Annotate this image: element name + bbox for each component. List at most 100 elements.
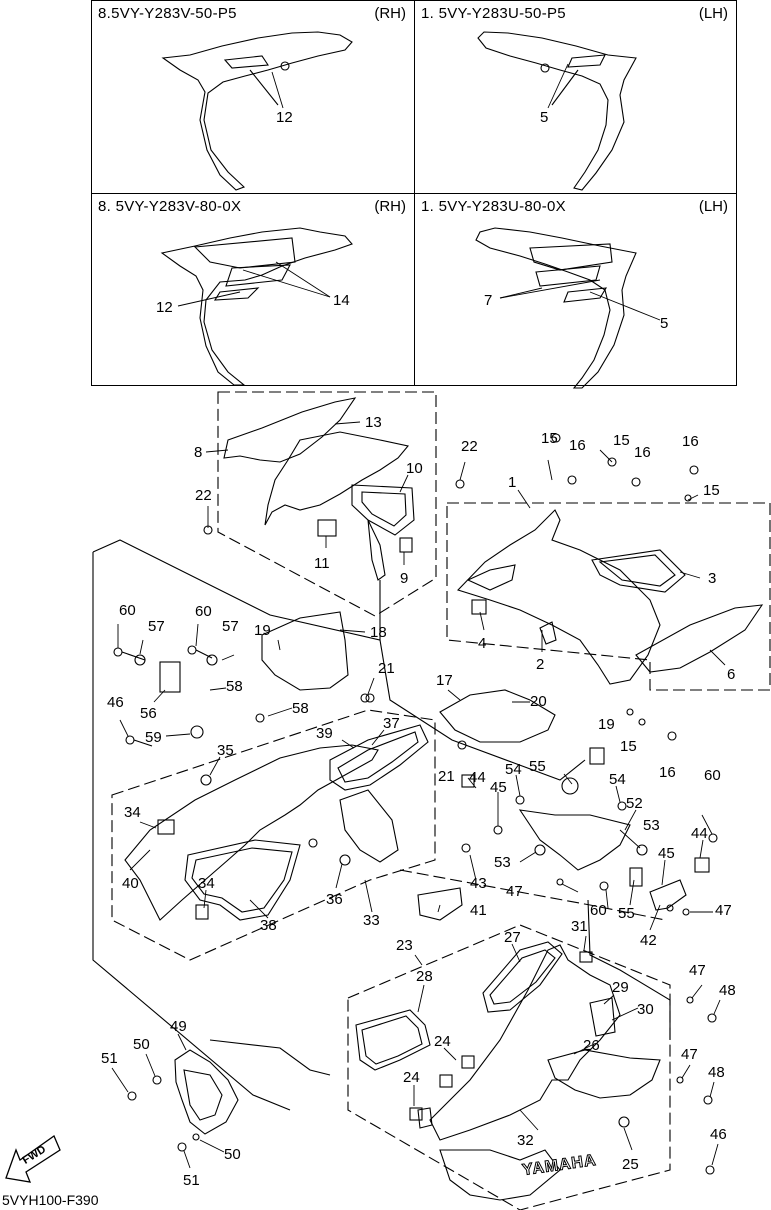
callout-label: 9: [400, 570, 409, 587]
callout-label: 16: [569, 437, 586, 454]
callout-label: 16: [659, 764, 676, 781]
callout-label: 26: [583, 1037, 600, 1054]
callout-label: 21: [378, 660, 395, 677]
variant-part-number: 8. 5VY-Y283V-80-0X: [98, 198, 242, 215]
bracket-assembly-drawing: [417, 809, 687, 921]
callout-label: 29: [612, 979, 629, 996]
callout-label: 54: [505, 761, 522, 778]
callout-label: 40: [122, 875, 139, 892]
callout-label: 33: [363, 912, 380, 929]
side-panel-rh-80-drawing: [160, 227, 353, 386]
callout-label: 57: [148, 618, 165, 635]
callout-label: 27: [504, 929, 521, 946]
callout-label: 14: [333, 292, 350, 309]
callout-label: 55: [618, 905, 635, 922]
callout-label: 34: [198, 875, 215, 892]
callout-label: 5: [540, 109, 549, 126]
callout-label: 53: [643, 817, 660, 834]
callout-label: 4: [478, 635, 487, 652]
callout-label: 22: [461, 438, 478, 455]
callout-label: 16: [634, 444, 651, 461]
callout-label: 28: [416, 968, 433, 985]
side-cover-drawing: [124, 724, 429, 921]
callout-leaders: [111, 421, 726, 1169]
variant-table: 8.5VY-Y283V-50-P5 (RH) 1. 5VY-Y283U-50-P…: [91, 0, 737, 386]
callout-label: 51: [101, 1050, 118, 1067]
callout-label: 10: [406, 460, 423, 477]
variant-part-number: 1. 5VY-Y283U-80-0X: [421, 198, 566, 215]
callout-label: 59: [145, 729, 162, 746]
callout-label: 47: [506, 883, 523, 900]
callout-label: 3: [708, 570, 717, 587]
callout-label: 58: [292, 700, 309, 717]
callout-label: 54: [609, 771, 626, 788]
callout-label: 36: [326, 891, 343, 908]
upper-fairing-lh-drawing: [456, 509, 764, 685]
callout-label: 43: [470, 875, 487, 892]
callout-label: 58: [226, 678, 243, 695]
callout-label: 45: [658, 845, 675, 862]
callout-label: 60: [195, 603, 212, 620]
variant-side: (LH): [698, 198, 728, 215]
variant-side: (LH): [698, 5, 728, 22]
inner-panel-drawing: [261, 611, 556, 743]
callout-label: 16: [682, 433, 699, 450]
side-panel-lh-50-drawing: [477, 31, 637, 191]
callout-label: 31: [571, 918, 588, 935]
callout-label: 47: [689, 962, 706, 979]
callout-label: 57: [222, 618, 239, 635]
callout-label: 50: [224, 1146, 241, 1163]
callout-label: 48: [719, 982, 736, 999]
callout-label: 22: [195, 487, 212, 504]
variant-part-number: 1. 5VY-Y283U-50-P5: [421, 5, 566, 22]
callout-label: 42: [640, 932, 657, 949]
callout-label: 47: [681, 1046, 698, 1063]
callout-label: 8: [194, 444, 203, 461]
callout-label: 37: [383, 715, 400, 732]
variant-cell-lh-50: 1. 5VY-Y283U-50-P5 (LH): [415, 1, 736, 194]
variant-cell-rh-80: 8. 5VY-Y283V-80-0X (RH): [92, 194, 415, 385]
callout-label: 15: [620, 738, 637, 755]
diagram-code: 5VYH100-F390: [2, 1192, 99, 1208]
callout-label: 12: [156, 299, 173, 316]
callout-label: 32: [517, 1132, 534, 1149]
group-boundaries: [111, 391, 771, 1210]
callout-label: 20: [530, 693, 547, 710]
callout-label: 60: [704, 767, 721, 784]
callout-label: 15: [703, 482, 720, 499]
callout-label: 60: [119, 602, 136, 619]
callout-label: 44: [469, 769, 486, 786]
callout-label: 6: [727, 666, 736, 683]
callout-label: 23: [396, 937, 413, 954]
callout-label: 21: [438, 768, 455, 785]
callout-label: 30: [637, 1001, 654, 1018]
callout-label: 52: [626, 795, 643, 812]
variant-side: (RH): [374, 5, 406, 22]
variant-side: (RH): [374, 198, 406, 215]
callout-label: 34: [124, 804, 141, 821]
callout-label: 53: [494, 854, 511, 871]
lower-fairing-drawing: [355, 941, 661, 1201]
callout-label: 18: [370, 624, 387, 641]
side-panel-rh-50-drawing: [161, 31, 353, 191]
callout-label: 1: [508, 474, 517, 491]
callout-label: 24: [434, 1033, 451, 1050]
callout-label: 12: [276, 109, 293, 126]
callout-label: 19: [598, 716, 615, 733]
callout-label: 35: [217, 742, 234, 759]
callout-label: 45: [490, 779, 507, 796]
callout-label: 46: [107, 694, 124, 711]
routing-lines: [92, 539, 671, 1111]
variant-cell-lh-80: 1. 5VY-Y283U-80-0X (LH): [415, 194, 736, 385]
callout-label: 56: [140, 705, 157, 722]
callout-label: 51: [183, 1172, 200, 1189]
callout-label: 39: [316, 725, 333, 742]
callout-label: 24: [403, 1069, 420, 1086]
callout-label: 50: [133, 1036, 150, 1053]
callout-label: 15: [541, 430, 558, 447]
variant-cell-rh-50: 8.5VY-Y283V-50-P5 (RH): [92, 1, 415, 194]
small-cover-drawing: [174, 1049, 239, 1135]
callout-label: 49: [170, 1018, 187, 1035]
